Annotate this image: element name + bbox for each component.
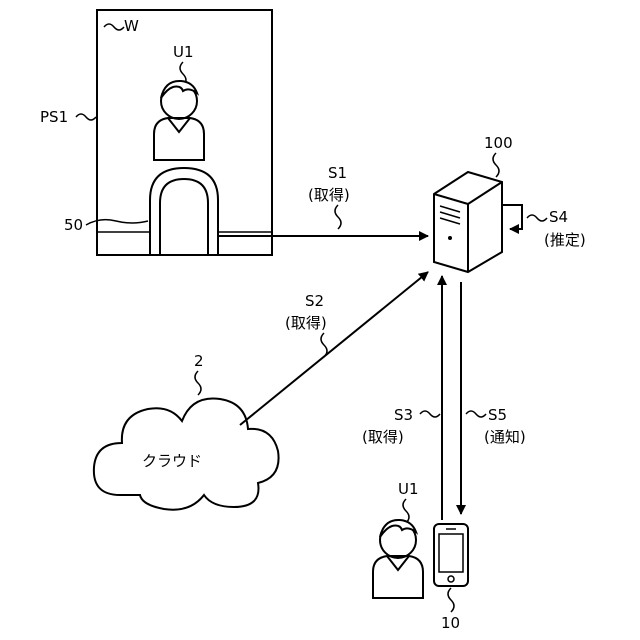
gate-label: 50 xyxy=(64,216,83,234)
user-bottom-label: U1 xyxy=(398,480,419,498)
s2-text: (取得) xyxy=(285,314,327,332)
s5-code: S5 xyxy=(488,406,507,424)
cloud-text: クラウド xyxy=(142,452,202,470)
server-leader xyxy=(493,153,499,177)
s2-leader xyxy=(321,333,327,357)
phone-label: 10 xyxy=(441,614,460,632)
smartphone-icon xyxy=(434,524,468,586)
user-bottom-leader xyxy=(403,499,409,523)
s3-code: S3 xyxy=(394,406,413,424)
s3-text: (取得) xyxy=(362,428,404,446)
workplace-label: W xyxy=(124,17,139,35)
gate-leader xyxy=(86,220,148,225)
s4-text: (推定) xyxy=(544,231,586,249)
s2-code: S2 xyxy=(305,292,324,310)
user-top-label: U1 xyxy=(173,43,194,61)
s1-leader xyxy=(335,205,341,229)
cloud-ref-leader xyxy=(195,371,201,395)
s5-text: (通知) xyxy=(484,428,526,446)
server-label: 100 xyxy=(484,134,513,152)
s4-leader xyxy=(527,215,547,221)
s3-leader xyxy=(420,411,440,417)
server-icon xyxy=(434,172,502,272)
s5-leader xyxy=(466,411,486,417)
phone-leader xyxy=(448,588,454,612)
s1-text: (取得) xyxy=(308,186,350,204)
place-label: PS1 xyxy=(40,108,68,126)
gate-icon xyxy=(97,168,272,255)
place-leader xyxy=(76,114,96,120)
user-bottom-icon xyxy=(373,520,423,598)
s4-loop xyxy=(502,205,522,229)
s1-code: S1 xyxy=(328,164,347,182)
workplace-leader xyxy=(104,24,124,30)
s4-code: S4 xyxy=(549,208,568,226)
s2-arrow xyxy=(240,272,428,425)
user-top-icon xyxy=(154,81,204,160)
cloud-ref-label: 2 xyxy=(194,352,204,370)
